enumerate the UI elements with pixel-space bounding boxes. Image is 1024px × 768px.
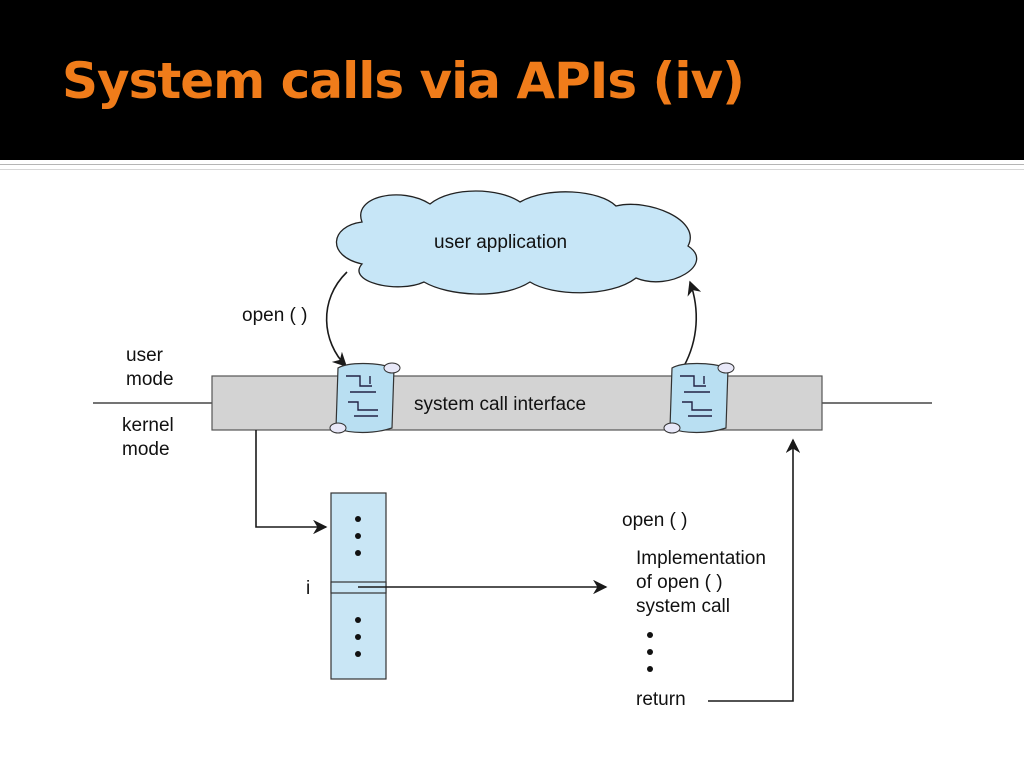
user-mode-label: user mode [126, 345, 174, 390]
return-path-arrow [708, 438, 801, 702]
interface-to-table-arrow [255, 430, 328, 535]
return-label: return [636, 689, 686, 710]
scroll-icon [663, 362, 735, 434]
title-bar [0, 0, 1024, 160]
implementation-heading: open ( ) [622, 510, 688, 531]
implementation-description: Implementation of open ( ) system call [636, 548, 766, 617]
interface-label: system call interface [414, 394, 587, 415]
user-application-cloud [335, 190, 698, 295]
open-call-label: open ( ) [242, 305, 308, 326]
kernel-mode-label: kernel mode [122, 415, 174, 460]
table-dots [355, 516, 361, 657]
return-to-app-arrow [683, 280, 702, 367]
open-call-arrow [325, 271, 348, 368]
cloud-label: user application [434, 232, 568, 253]
title-divider [0, 164, 1024, 170]
slide-title: System calls via APIs (iv) [62, 52, 745, 110]
scroll-icon [329, 362, 401, 434]
table-index-label: i [306, 578, 311, 599]
implementation-dots [647, 632, 653, 672]
